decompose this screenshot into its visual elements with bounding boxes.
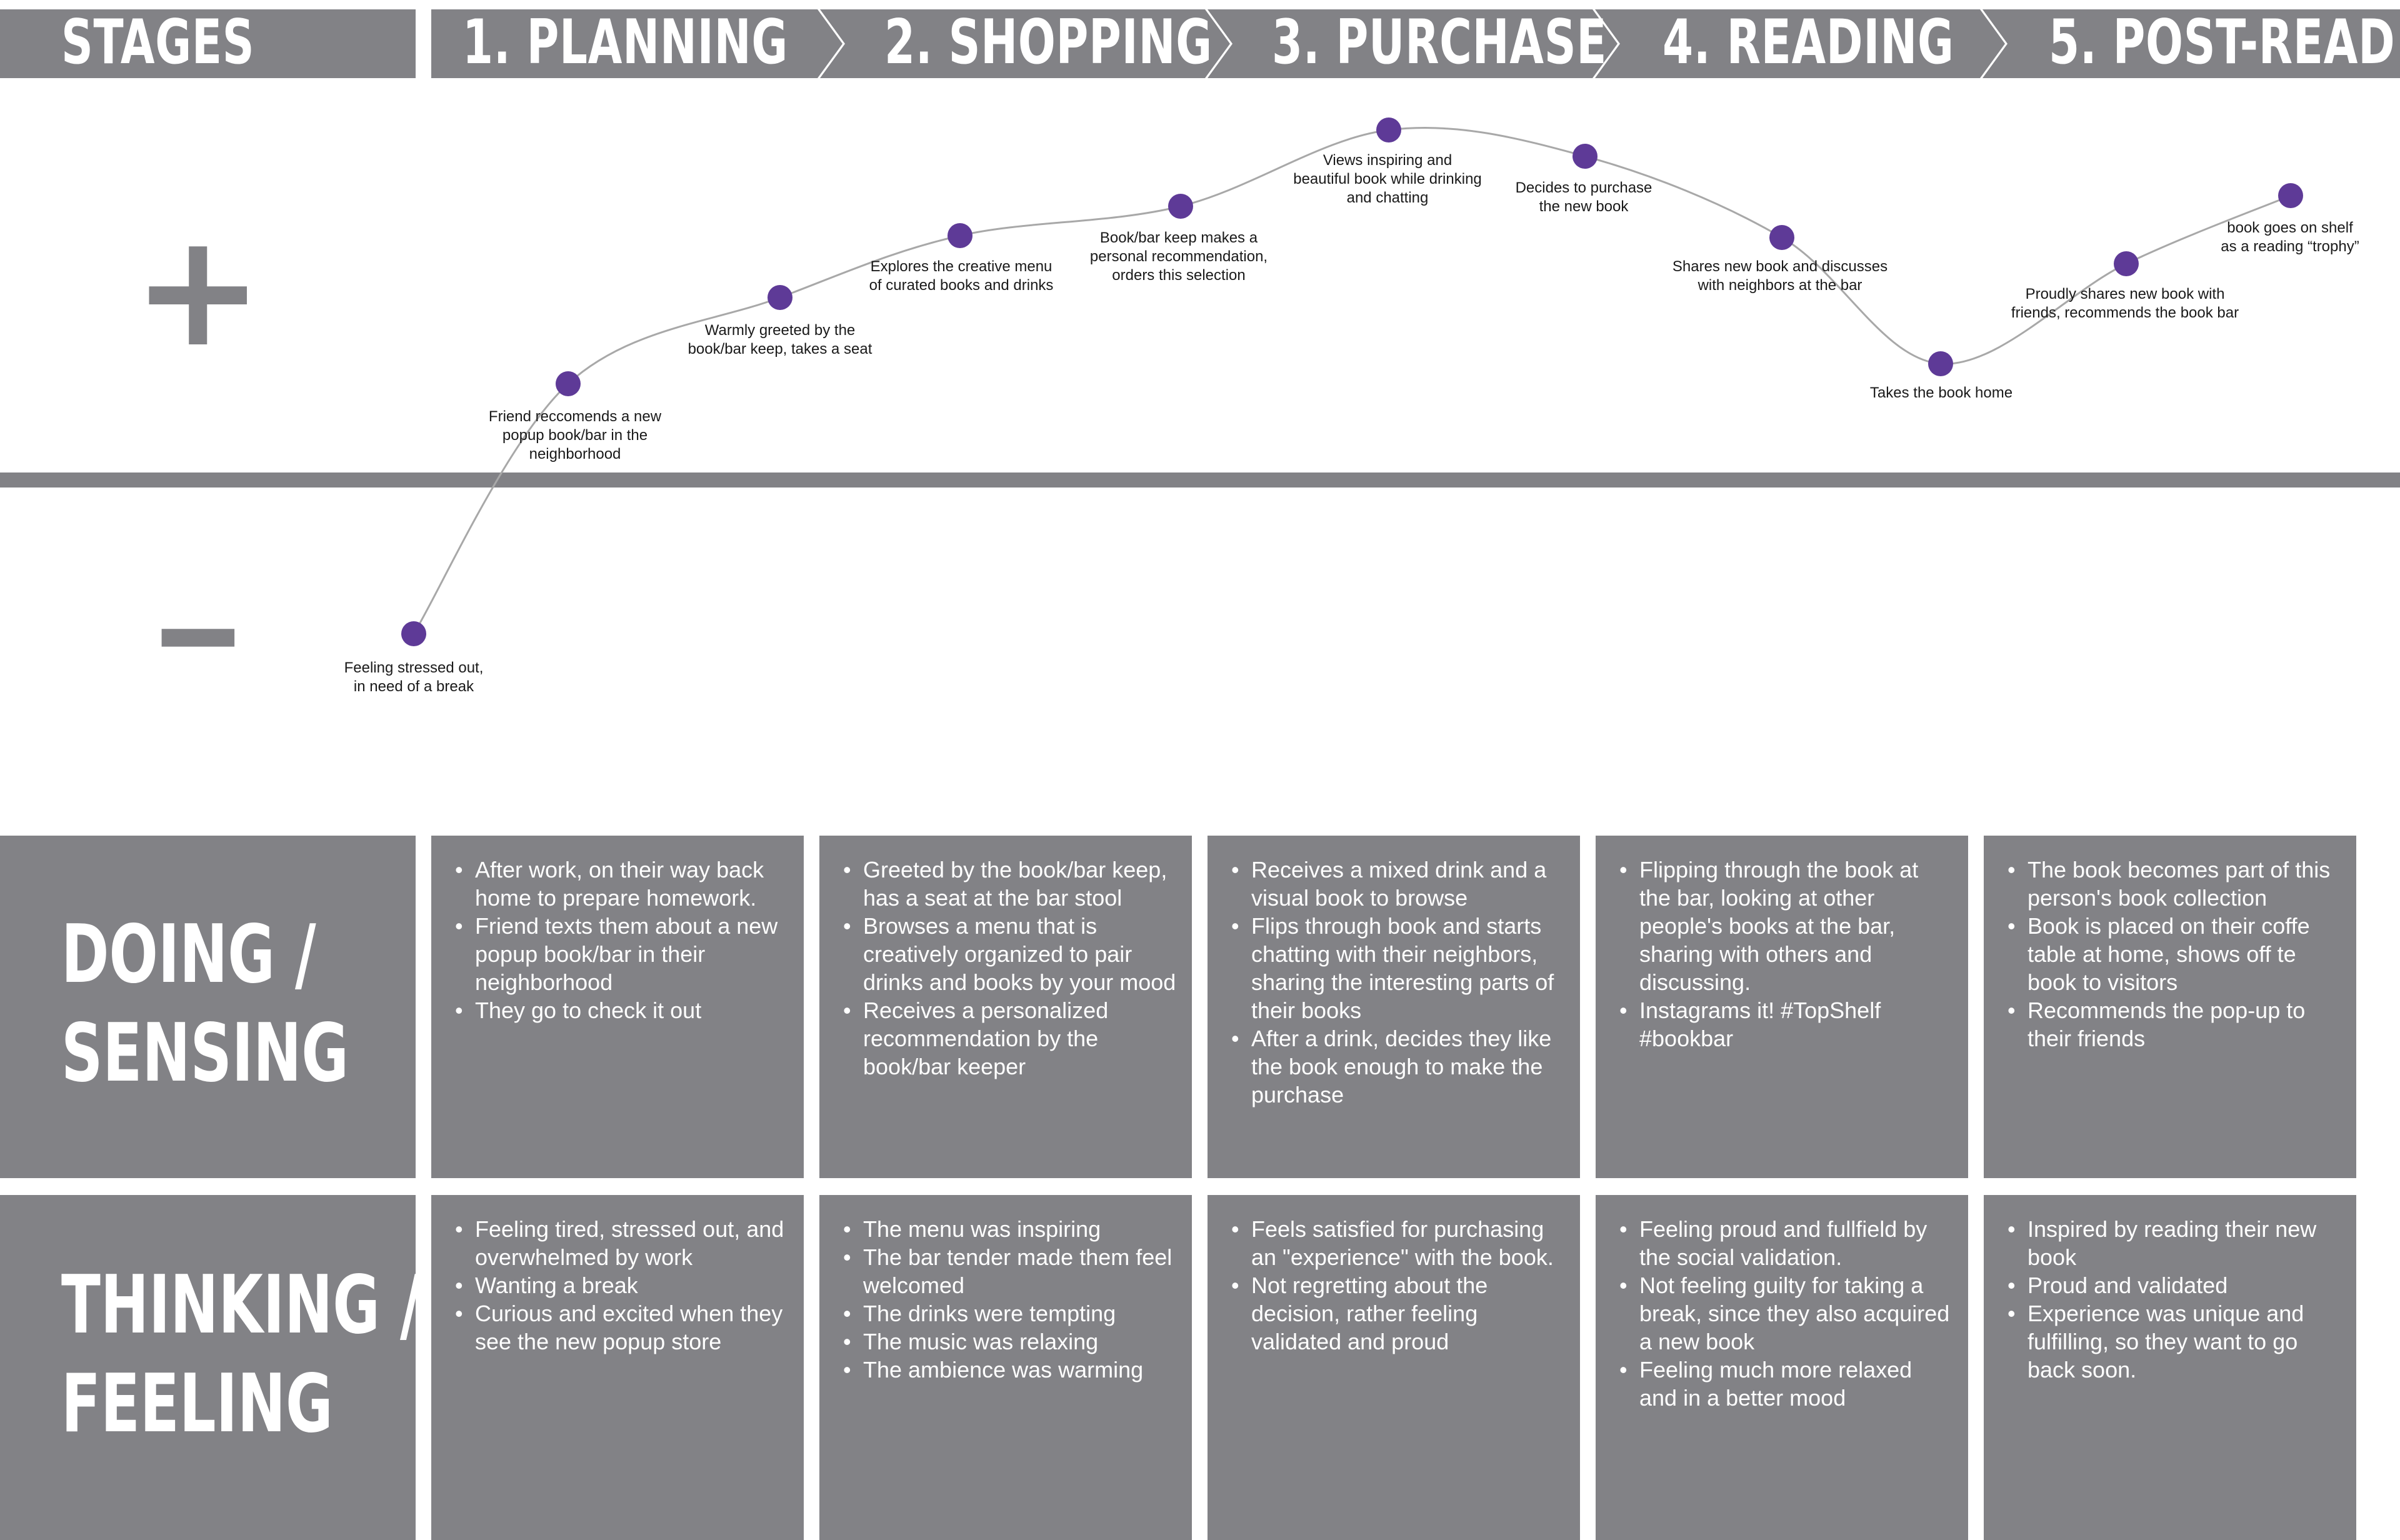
thinking-feeling-cell: Inspired by reading their new bookProud … (1984, 1195, 2356, 1540)
bullet-item: Flips through book and starts chatting w… (1231, 912, 1568, 1024)
stage-label-purchase: 3. PURCHASE (1272, 7, 1608, 78)
bullet-item: Wanting a break (455, 1271, 791, 1299)
doing-sensing-cell: After work, on their way back home to pr… (431, 836, 804, 1178)
bullet-list: Flipping through the book at the bar, lo… (1619, 856, 1956, 1052)
doing-sensing-label-cell: DOING /SENSING (0, 836, 416, 1178)
stage-chevron-5 (1982, 9, 2400, 78)
bullet-item: Friend texts them about a new popup book… (455, 912, 791, 996)
doing-sensing-cell: The book becomes part of this person's b… (1984, 836, 2356, 1178)
bullet-item: Not feeling guilty for taking a break, s… (1619, 1271, 1956, 1356)
stage-chevron-1 (431, 9, 842, 78)
thinking-feeling-label-cell: THINKING /FEELING (0, 1195, 421, 1540)
bullet-item: Receives a mixed drink and a visual book… (1231, 856, 1568, 912)
row-title-line: DOING / (61, 908, 316, 1001)
row-title-line: FEELING (61, 1358, 333, 1451)
bullet-list: The book becomes part of this person's b… (2008, 856, 2344, 1052)
bullet-item: The ambience was warming (843, 1356, 1179, 1384)
bullet-item: Not regretting about the decision, rathe… (1231, 1271, 1568, 1356)
bullet-item: After a drink, decides they like the boo… (1231, 1024, 1568, 1109)
bullet-list: Inspired by reading their new bookProud … (2008, 1215, 2344, 1384)
stage-label-planning: 1. PLANNING (462, 7, 788, 78)
row-title-line: THINKING / (61, 1259, 421, 1352)
stage-header-bar (0, 9, 2400, 78)
journey-point (556, 371, 581, 396)
bullet-item: Book is placed on their coffe table at h… (2008, 912, 2344, 996)
journey-point (401, 621, 426, 646)
doing-sensing-cell: Greeted by the book/bar keep, has a seat… (819, 836, 1192, 1178)
thinking-feeling-cell: The menu was inspiringThe bar tender mad… (819, 1195, 1192, 1540)
bullet-item: The book becomes part of this person's b… (2008, 856, 2344, 912)
journey-point-label: Feeling stressed out,in need of a break (344, 659, 484, 695)
stages-header-label: STAGES (61, 7, 255, 78)
journey-point (1572, 144, 1598, 169)
journey-point (2114, 251, 2139, 276)
journey-point (948, 223, 972, 248)
thinking-feeling-cell: Feels satisfied for purchasing an "exper… (1208, 1195, 1580, 1540)
doing-sensing-title: DOING /SENSING (61, 906, 349, 1103)
journey-point (768, 285, 792, 310)
bullet-item: The drinks were tempting (843, 1299, 1179, 1328)
thinking-feeling-cell: Feeling proud and fullfield by the socia… (1596, 1195, 1968, 1540)
bullet-list: Feeling proud and fullfield by the socia… (1619, 1215, 1956, 1412)
bullet-item: Browses a menu that is creatively organi… (843, 912, 1179, 996)
journey-point-label: Takes the book home (1869, 384, 2013, 401)
bullet-list: After work, on their way back home to pr… (455, 856, 791, 1024)
journey-point (1376, 118, 1401, 142)
bullet-item: Proud and validated (2008, 1271, 2344, 1299)
bullet-item: Flipping through the book at the bar, lo… (1619, 856, 1956, 996)
stage-label-reading: 4. READING (1662, 7, 1954, 78)
bullet-item: Inspired by reading their new book (2008, 1215, 2344, 1271)
stage-label-shopping: 2. SHOPPING (884, 7, 1212, 78)
journey-point (2278, 183, 2303, 208)
bullet-item: Curious and excited when they see the ne… (455, 1299, 791, 1356)
journey-point (1168, 194, 1193, 219)
stage-chevron-3 (1208, 9, 1618, 78)
bullet-item: Feels satisfied for purchasing an "exper… (1231, 1215, 1568, 1271)
bullet-item: Feeling tired, stressed out, and overwhe… (455, 1215, 791, 1271)
neutral-axis-line (0, 472, 2400, 488)
journey-point (1769, 225, 1794, 250)
bullet-list: Receives a mixed drink and a visual book… (1231, 856, 1568, 1109)
negative-sign: - (149, 558, 248, 704)
bullet-item: The bar tender made them feel welcomed (843, 1243, 1179, 1299)
doing-sensing-cell: Flipping through the book at the bar, lo… (1596, 836, 1968, 1178)
bullet-item: After work, on their way back home to pr… (455, 856, 791, 912)
bullet-list: The menu was inspiringThe bar tender mad… (843, 1215, 1179, 1384)
journey-point (1928, 351, 1953, 376)
stages-header-block (0, 9, 416, 78)
row-title-line: SENSING (61, 1007, 349, 1100)
bullet-item: Experience was unique and fulfilling, so… (2008, 1299, 2344, 1384)
bullet-item: Feeling much more relaxed and in a bette… (1619, 1356, 1956, 1412)
emotion-journey-curve (401, 118, 2303, 646)
stage-chevron-4 (1595, 9, 2005, 78)
thinking-feeling-cell: Feeling tired, stressed out, and overwhe… (431, 1195, 804, 1540)
journey-curve-line (412, 126, 2291, 634)
bullet-list: Greeted by the book/bar keep, has a seat… (843, 856, 1179, 1081)
positive-sign: + (132, 199, 264, 381)
bullet-item: Instagrams it! #TopShelf #bookbar (1619, 996, 1956, 1052)
bullet-item: Feeling proud and fullfield by the socia… (1619, 1215, 1956, 1271)
thinking-feeling-title: THINKING /FEELING (61, 1256, 421, 1454)
bullet-item: Recommends the pop-up to their friends (2008, 996, 2344, 1052)
bullet-list: Feels satisfied for purchasing an "exper… (1231, 1215, 1568, 1356)
bullet-item: The music was relaxing (843, 1328, 1179, 1356)
bullet-list: Feeling tired, stressed out, and overwhe… (455, 1215, 791, 1356)
bullet-item: Greeted by the book/bar keep, has a seat… (843, 856, 1179, 912)
bullet-item: They go to check it out (455, 996, 791, 1024)
stage-chevron-2 (820, 9, 1230, 78)
bullet-item: Receives a personalized recommendation b… (843, 996, 1179, 1081)
bullet-item: The menu was inspiring (843, 1215, 1179, 1243)
stage-label-post-read: 5. POST-READ (2049, 7, 2396, 78)
doing-sensing-cell: Receives a mixed drink and a visual book… (1208, 836, 1580, 1178)
